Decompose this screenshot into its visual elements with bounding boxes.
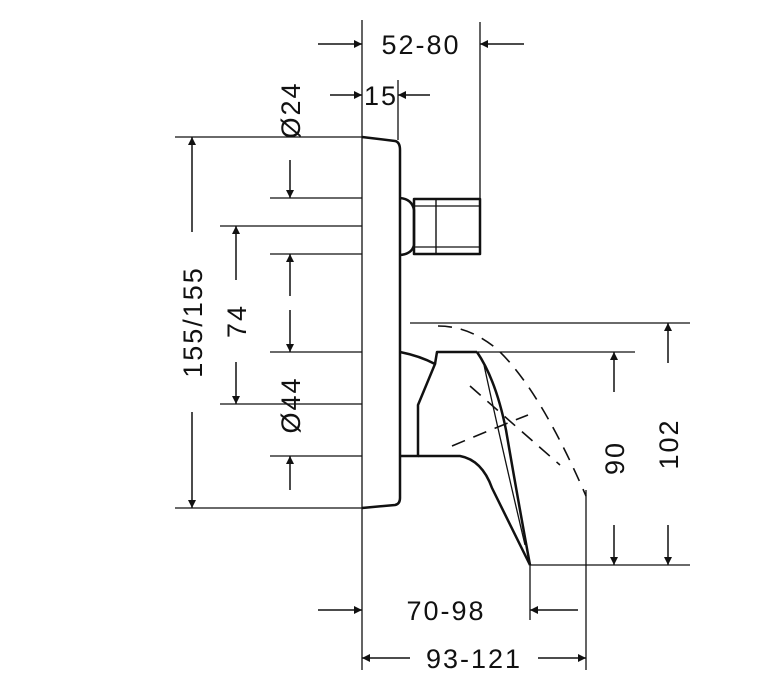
dim-diameter-upper: Ø24 bbox=[276, 81, 306, 138]
lever-open-position bbox=[437, 325, 587, 497]
dim-depth-inner: 70-98 bbox=[406, 596, 485, 626]
dimension-arrows bbox=[188, 40, 672, 662]
dim-height-total: 155/155 bbox=[178, 266, 208, 378]
mixer-body bbox=[361, 135, 532, 566]
dim-diameter-lower: Ø44 bbox=[276, 376, 306, 433]
dim-depth-outer: 93-121 bbox=[426, 644, 522, 674]
dim-height-mid: 74 bbox=[222, 304, 252, 338]
dim-spout-inner: 90 bbox=[600, 441, 630, 475]
dim-top-small: 15 bbox=[364, 81, 398, 111]
extension-lines bbox=[175, 20, 690, 670]
dim-top-overall: 52-80 bbox=[381, 30, 460, 60]
dim-spout-outer: 102 bbox=[654, 418, 684, 469]
